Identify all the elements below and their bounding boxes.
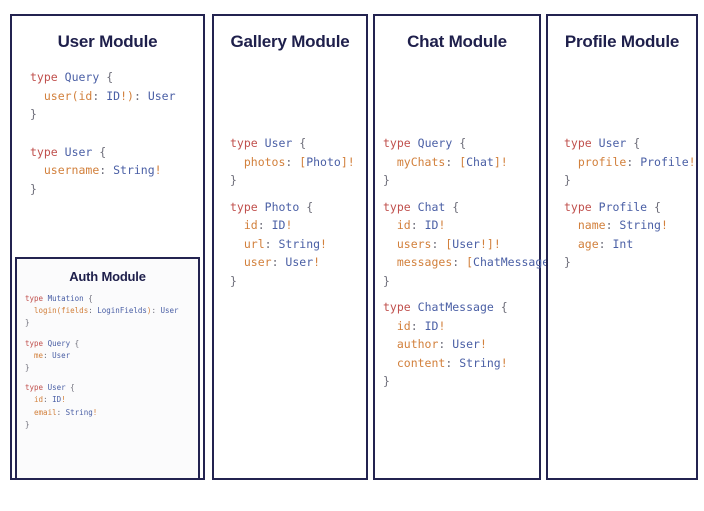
module-panel-chat[interactable]: Chat Module type Query { myChats: [Chat]… bbox=[373, 14, 563, 480]
code-line: user: User! bbox=[243, 255, 321, 269]
code-block-gap bbox=[230, 190, 366, 198]
schema-type-block: type Query { myChats: [Chat]!} bbox=[383, 134, 539, 190]
module-panel-gallery[interactable]: Gallery Module type User { photos: [Phot… bbox=[212, 14, 368, 480]
module-panel-profile[interactable]: Profile Module type User { profile: Prof… bbox=[546, 14, 698, 480]
code-line: type Profile { bbox=[564, 199, 661, 214]
code-line: } bbox=[30, 107, 37, 121]
code-line: users: [User!]! bbox=[396, 236, 501, 251]
schema-code-chat: type Query { myChats: [Chat]!}type Chat … bbox=[383, 134, 563, 391]
schema-type-block: type Query { user(id: ID!): User} bbox=[30, 68, 203, 124]
code-block-gap bbox=[30, 124, 203, 143]
schema-type-block: type ChatMessage { id: ID! author: User!… bbox=[383, 298, 539, 391]
code-line: content: String! bbox=[396, 355, 508, 370]
schema-code-profile: type User { profile: Profile!}type Profi… bbox=[564, 134, 696, 272]
code-line: id: ID! bbox=[34, 395, 66, 405]
code-line: type User { bbox=[25, 383, 75, 393]
code-line: profile: Profile! bbox=[577, 154, 696, 169]
code-block-gap bbox=[383, 290, 539, 298]
schema-type-block: type Query { me: User} bbox=[25, 338, 198, 375]
schema-type-block: type Photo { id: ID! url: String! user: … bbox=[230, 198, 366, 291]
schema-type-block: type Profile { name: String! age: Int} bbox=[564, 198, 696, 272]
schema-type-block: type Chat { id: ID! users: [User!]! mess… bbox=[383, 198, 563, 291]
module-panel-auth[interactable]: Auth Module type Mutation { login(fields… bbox=[15, 257, 200, 480]
code-line: id: ID! bbox=[396, 318, 446, 333]
code-block-gap bbox=[564, 190, 696, 198]
code-line: username: String! bbox=[43, 163, 162, 177]
module-title-profile: Profile Module bbox=[564, 32, 680, 51]
code-line: } bbox=[25, 419, 30, 429]
code-line: id: ID! bbox=[396, 218, 446, 232]
code-line: author: User! bbox=[396, 337, 487, 351]
code-line: url: String! bbox=[243, 236, 327, 251]
code-block-gap bbox=[383, 190, 539, 198]
module-title-auth: Auth Module bbox=[69, 269, 146, 284]
code-line: type Query { bbox=[30, 70, 114, 84]
schema-type-block: type User { profile: Profile!} bbox=[564, 134, 696, 190]
code-line: age: Int bbox=[577, 236, 634, 251]
code-line: } bbox=[383, 374, 390, 388]
code-block-gap bbox=[25, 330, 198, 338]
code-line: type User { bbox=[30, 144, 107, 159]
code-line: type ChatMessage { bbox=[383, 300, 508, 314]
code-line: } bbox=[230, 273, 237, 288]
code-line: } bbox=[25, 363, 30, 373]
code-block-gap bbox=[25, 374, 198, 382]
module-panel-user[interactable]: User Module type Query { user(id: ID!): … bbox=[10, 14, 205, 480]
code-line: } bbox=[564, 173, 571, 187]
code-line: type User { bbox=[564, 136, 641, 150]
code-line: type Query { bbox=[383, 136, 467, 150]
code-line: } bbox=[383, 173, 390, 187]
schema-type-block: type Mutation { login(fields: LoginField… bbox=[25, 293, 198, 330]
code-line: } bbox=[383, 273, 390, 288]
code-line: type Mutation { bbox=[25, 294, 93, 303]
code-line: myChats: [Chat]! bbox=[396, 154, 508, 169]
code-line: id: ID! bbox=[243, 218, 293, 232]
code-line: login(fields: LoginFields): User bbox=[34, 306, 179, 316]
module-title-gallery: Gallery Module bbox=[230, 32, 350, 51]
code-line: me: User bbox=[34, 350, 71, 360]
code-line: messages: [ChatMessage]! bbox=[396, 255, 563, 269]
code-line: type Chat { bbox=[383, 199, 460, 214]
schema-type-block: type User { id: ID! email: String!} bbox=[25, 382, 198, 431]
code-line: } bbox=[564, 255, 571, 269]
schema-code-auth: type Mutation { login(fields: LoginField… bbox=[25, 293, 198, 431]
code-line: type Photo { bbox=[230, 199, 314, 214]
schema-type-block: type User { photos: [Photo]!} bbox=[230, 134, 366, 190]
code-line: name: String! bbox=[577, 218, 668, 232]
code-line: } bbox=[25, 318, 30, 328]
module-title-chat: Chat Module bbox=[407, 32, 507, 51]
schema-code-gallery: type User { photos: [Photo]!}type Photo … bbox=[230, 134, 366, 290]
code-line: } bbox=[230, 173, 237, 187]
code-line: } bbox=[30, 181, 37, 196]
code-line: type Query { bbox=[25, 338, 80, 348]
schema-type-block: type User { username: String!} bbox=[30, 143, 203, 199]
schema-code-user: type Query { user(id: ID!): User}type Us… bbox=[30, 68, 203, 198]
code-line: user(id: ID!): User bbox=[43, 88, 176, 103]
module-title-user: User Module bbox=[57, 32, 158, 51]
code-line: email: String! bbox=[34, 407, 98, 417]
code-line: photos: [Photo]! bbox=[243, 154, 355, 169]
code-line: type User { bbox=[230, 136, 307, 150]
